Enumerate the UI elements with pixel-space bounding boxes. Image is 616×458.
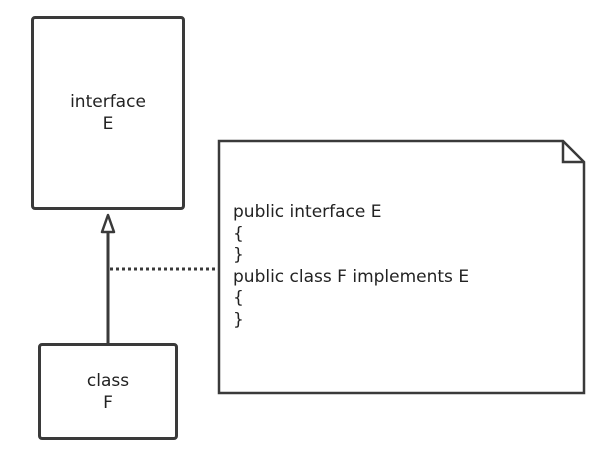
note-line: } xyxy=(233,245,244,265)
note-line: public interface E xyxy=(233,202,382,222)
interface-e-label: interface E xyxy=(70,91,146,135)
note-line: } xyxy=(233,309,244,330)
interface-keyword: interface xyxy=(70,92,146,112)
realization-arrowhead xyxy=(100,213,116,234)
note-fold xyxy=(561,141,584,164)
note-line: { xyxy=(233,223,244,244)
class-keyword: class xyxy=(86,370,130,391)
note-line: public class F implements E xyxy=(233,266,470,287)
class-name: F xyxy=(103,392,113,413)
interface-name: E xyxy=(102,114,114,134)
note-shape xyxy=(217,139,586,395)
interface-e-box[interactable]: interface E xyxy=(31,16,185,210)
class-f-box[interactable]: class F xyxy=(38,343,178,440)
class-f-label: class F xyxy=(87,370,129,414)
note-code: public interface E { } public class F im… xyxy=(233,202,573,331)
note-line: { xyxy=(233,288,244,308)
